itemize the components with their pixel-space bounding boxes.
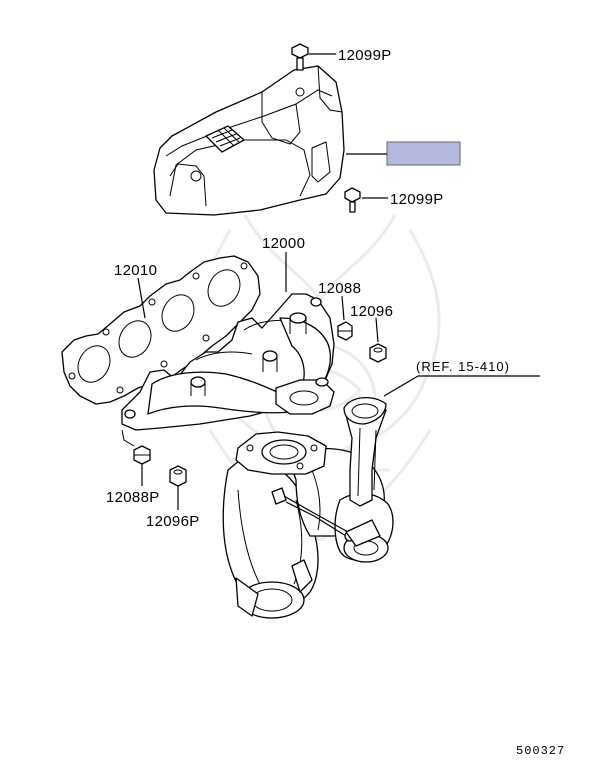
label-12010: 12010 xyxy=(114,262,157,279)
label-12088p: 12088P xyxy=(106,489,160,506)
turbocharger xyxy=(222,397,394,619)
label-12099p-top: 12099P xyxy=(338,47,392,64)
label-12088: 12088 xyxy=(318,280,361,297)
stud-12088p xyxy=(133,445,151,465)
label-12000: 12000 xyxy=(262,235,305,252)
label-12099p-side: 12099P xyxy=(390,191,444,208)
heat-shield xyxy=(153,65,345,216)
nut-12096 xyxy=(369,343,387,363)
diagram-code: 500327 xyxy=(516,744,565,758)
bolt-12099p-side xyxy=(344,187,361,213)
stud-12088 xyxy=(337,321,353,341)
nut-12096p xyxy=(169,465,187,487)
ref-15-410[interactable]: (REF. 15-410) xyxy=(416,359,510,374)
exhaust-manifold xyxy=(121,293,335,431)
manifold-gasket xyxy=(61,255,261,405)
label-12096p: 12096P xyxy=(146,513,200,530)
label-12096: 12096 xyxy=(350,303,393,320)
bolt-12099p-top xyxy=(291,43,309,71)
highlight-callout-box[interactable] xyxy=(386,141,461,166)
